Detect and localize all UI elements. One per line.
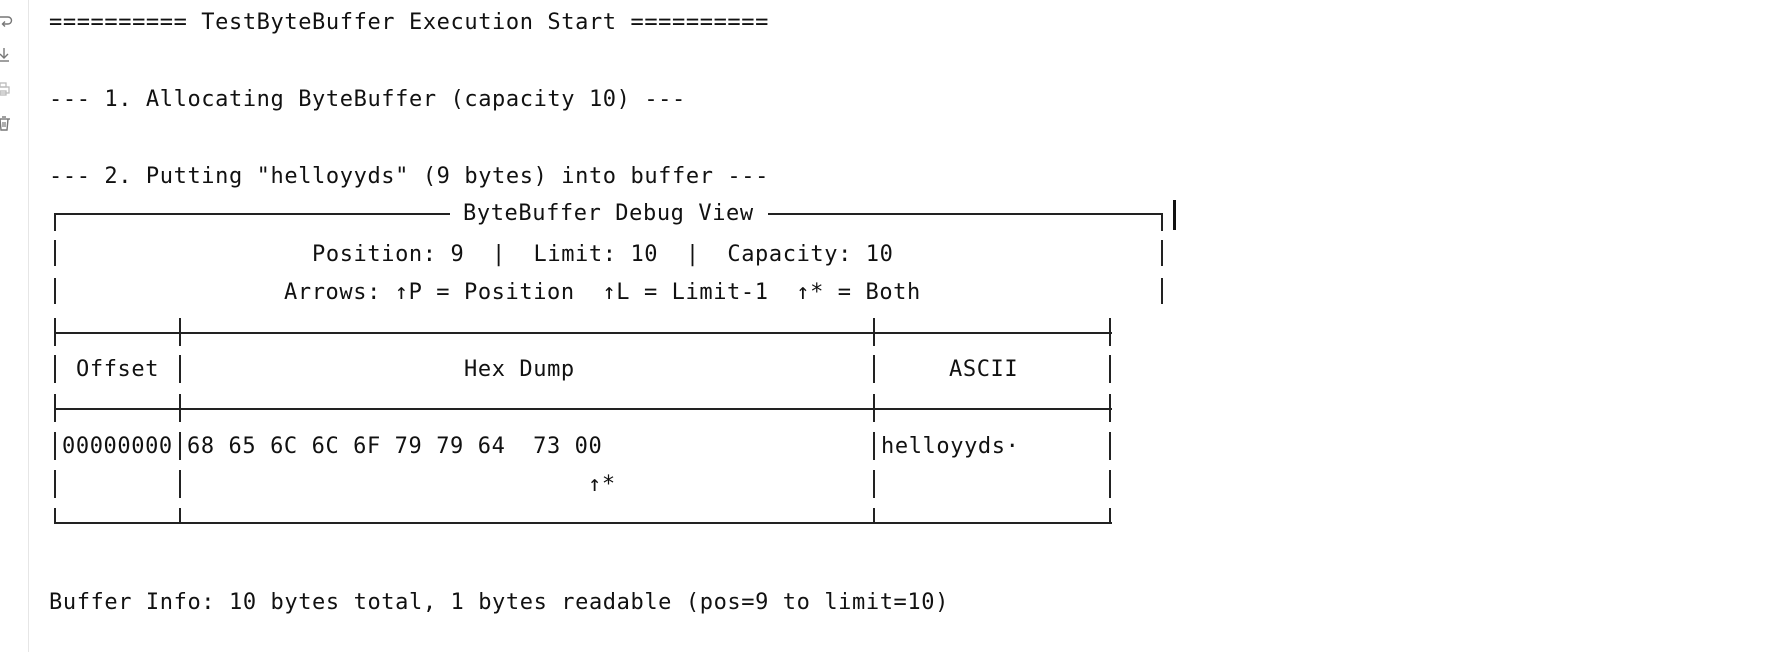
console-line-step1: --- 1. Allocating ByteBuffer (capacity 1… — [49, 87, 686, 112]
header-ascii: ASCII — [949, 357, 1019, 382]
header-offset: Offset — [76, 357, 160, 382]
console-line-step2: --- 2. Putting "helloyyds" (9 bytes) int… — [49, 164, 769, 189]
console-line-buffer-info: Buffer Info: 10 bytes total, 1 bytes rea… — [49, 590, 949, 615]
clear-icon[interactable] — [0, 112, 18, 134]
scroll-to-end-icon[interactable] — [0, 44, 18, 66]
console-output: ========== TestByteBuffer Execution Star… — [49, 0, 1749, 652]
debug-view-status: Position: 9 | Limit: 10 | Capacity: 10 — [312, 242, 894, 267]
console-line-start: ========== TestByteBuffer Execution Star… — [49, 10, 769, 35]
console-toolbar — [0, 0, 29, 652]
print-icon[interactable] — [0, 78, 18, 100]
position-marker: ↑* — [588, 472, 616, 497]
soft-wrap-icon[interactable] — [0, 10, 18, 32]
row-hex: 68 65 6C 6C 6F 79 79 64 73 00 — [187, 434, 603, 459]
row-offset: 00000000 — [62, 434, 173, 459]
row-ascii: helloyyds· — [881, 434, 1020, 459]
header-hex-dump: Hex Dump — [464, 357, 575, 382]
text-cursor — [1173, 200, 1176, 230]
debug-view-title: ByteBuffer Debug View — [463, 201, 754, 226]
debug-view-legend: Arrows: ↑P = Position ↑L = Limit-1 ↑* = … — [284, 280, 921, 305]
